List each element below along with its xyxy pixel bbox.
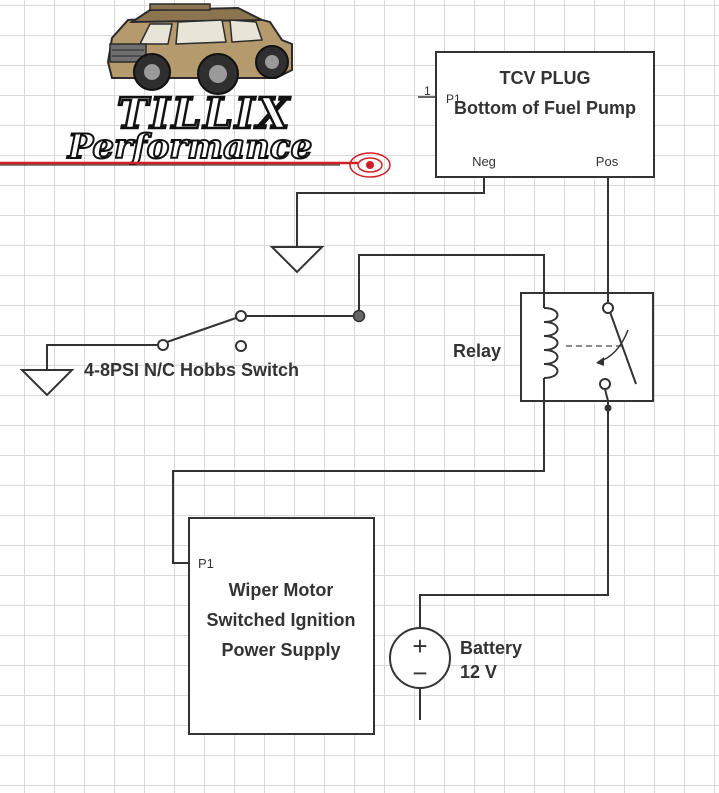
battery: + − Battery 12 V (389, 627, 522, 689)
battery-minus-icon: − (412, 658, 427, 688)
relay-output-junction (604, 404, 612, 412)
wires (46, 177, 609, 720)
coil-bottom-wire (172, 388, 545, 564)
neg-ground-wire (296, 177, 485, 247)
relay-contact-top (602, 302, 614, 314)
wiper-supply-box (188, 517, 375, 735)
relay-label: Relay (453, 341, 501, 361)
tillix-logo: TILLIX Performance (0, 3, 391, 178)
hobbs-switch: 4-8PSI N/C Hobbs Switch (84, 309, 366, 380)
tcv-neg-label: Neg (472, 154, 496, 169)
wiper-line1: Wiper Motor (229, 580, 334, 600)
wiper-line3: Power Supply (221, 640, 340, 660)
ground-symbol-switch (19, 369, 75, 397)
relay: Relay (453, 292, 654, 412)
tcv-plug-box (435, 51, 655, 178)
coil-top-wire (358, 254, 545, 316)
switch-contact-lower (235, 340, 247, 352)
battery-positive-wire (419, 388, 609, 628)
battery-label: Battery (460, 638, 522, 658)
wiper-line2: Switched Ignition (207, 610, 356, 630)
tcv-plug: 1 P1 TCV PLUG Bottom of Fuel Pump Neg Po… (418, 51, 655, 178)
relay-contact-bottom-lead (604, 388, 609, 402)
relay-contact-bottom (599, 378, 611, 390)
wiper-supply: P1 Wiper Motor Switched Ignition Power S… (188, 517, 375, 735)
battery-voltage: 12 V (460, 662, 497, 682)
target-icon (349, 152, 391, 178)
relay-switch-arm (609, 311, 637, 385)
switch-junction-dot (352, 309, 366, 323)
relay-box (520, 292, 654, 402)
hobbs-switch-label: 4-8PSI N/C Hobbs Switch (84, 360, 299, 380)
relay-coil (543, 293, 559, 401)
switch-contact-right (235, 310, 247, 322)
brand-top-text: TILLIX (117, 89, 291, 138)
switch-blade (166, 317, 237, 343)
battery-plus-icon: + (412, 631, 427, 661)
tcv-pin-label: P1 (446, 92, 461, 106)
switch-contact-left (157, 339, 169, 351)
switch-ground-wire (46, 344, 163, 370)
suv-illustration (106, 3, 293, 95)
battery-symbol (389, 627, 451, 689)
relay-arrow-head (596, 357, 604, 366)
tcv-pos-label: Pos (596, 154, 619, 169)
wiper-pin-label: P1 (198, 556, 214, 571)
ground-symbol-neg (269, 246, 325, 274)
brand-bottom-text: Performance (67, 127, 312, 167)
tcv-title: TCV PLUG (499, 68, 590, 88)
tcv-pin-number: 1 (424, 84, 431, 98)
tcv-subtitle: Bottom of Fuel Pump (454, 98, 636, 118)
